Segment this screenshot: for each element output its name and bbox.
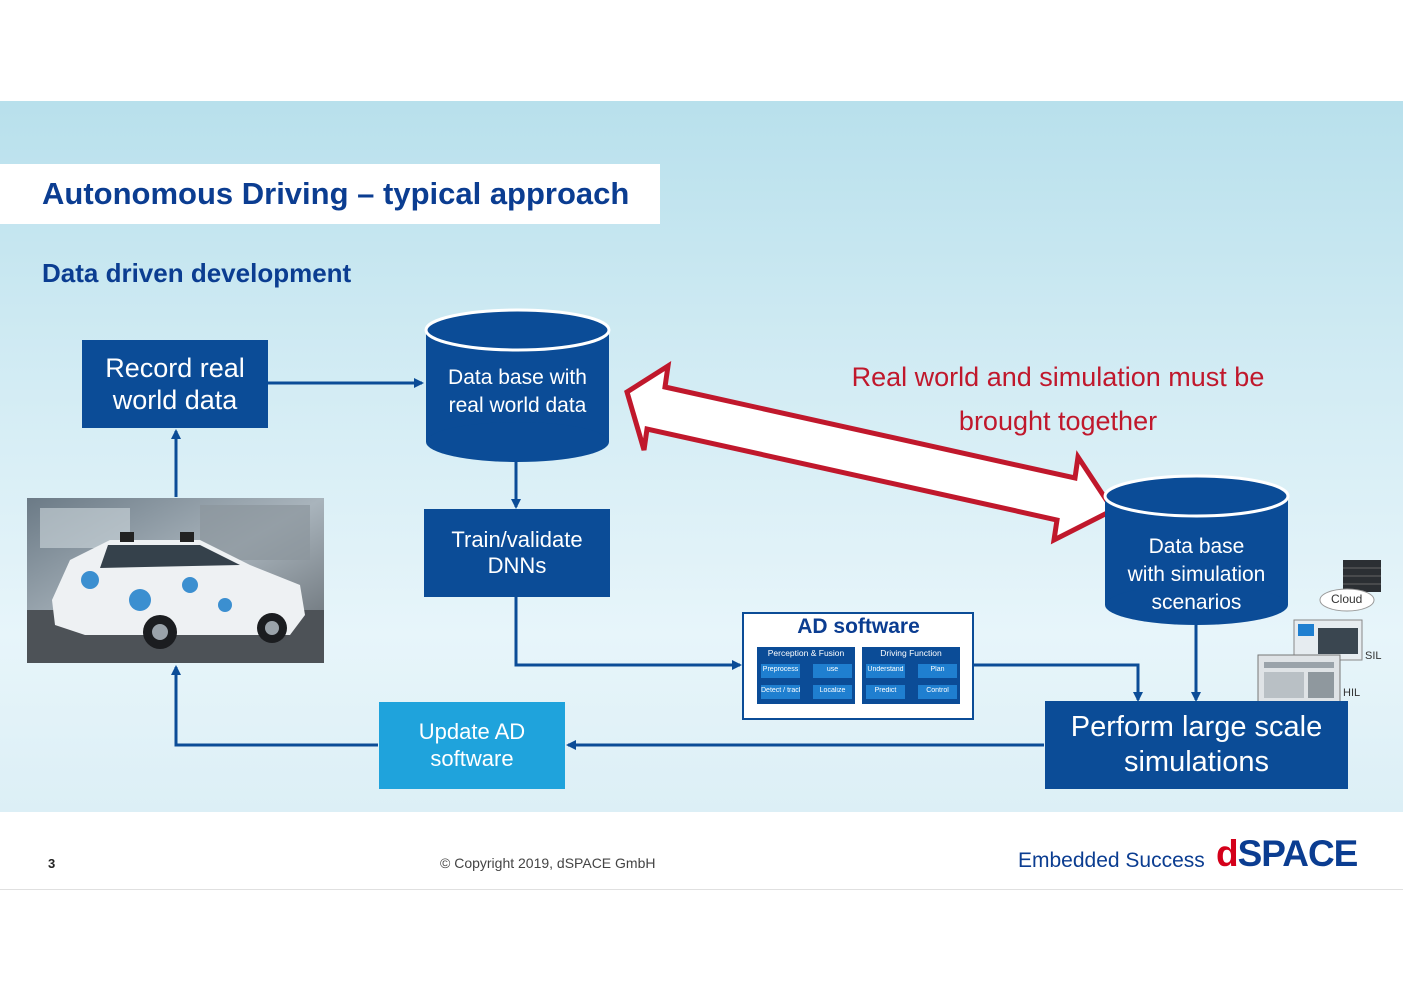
ad-software-panel (742, 612, 974, 720)
update-box-label: Update AD software (418, 719, 526, 771)
ad-item-understand: Understand (867, 666, 904, 673)
footer-divider (0, 889, 1403, 890)
ad-item-detect-track: Detect / track (761, 687, 800, 694)
page-number: 3 (48, 856, 56, 871)
hil-label: HIL (1343, 687, 1361, 699)
ad-item-localize: Localize (819, 687, 846, 694)
perform-box-label: Perform large scale simulations (1070, 711, 1323, 778)
arrow-update-to-car (171, 665, 378, 747)
sil-label: SIL (1365, 650, 1382, 662)
database-sim-cylinder (1103, 474, 1290, 625)
slide-title: Autonomous Driving – typical approach (42, 176, 630, 211)
train-validate-dnns-box: Train/validate DNNs (424, 509, 610, 597)
title-box (0, 164, 660, 224)
database-sim-label: Data base with simulation scenarios (1127, 535, 1266, 614)
cloud-label: Cloud (1331, 592, 1363, 606)
record-real-world-data-box: Record real world data (82, 340, 268, 428)
record-box-label: Record real world data (105, 352, 245, 415)
logo-d: d (1216, 833, 1239, 874)
ad-item-control: Control (926, 687, 949, 694)
driving-function-label: Driving Function (880, 648, 942, 658)
update-ad-software-box: Update AD software (379, 702, 565, 789)
cloud-server-icon (1319, 560, 1381, 612)
autonomous-car-image (27, 498, 324, 663)
integration-message: Real world and simulation must be brough… (851, 362, 1265, 436)
logo-rest: SPACE (1237, 833, 1359, 874)
tagline: Embedded Success (1018, 849, 1205, 872)
hil-rack-icon (1257, 654, 1341, 708)
ad-item-fuse: use (826, 666, 839, 673)
dspace-logo: dSPACE (1216, 833, 1359, 875)
perception-fusion-label: Perception & Fusion (767, 648, 845, 658)
slide-subtitle: Data driven development (42, 258, 352, 288)
ad-item-plan: Plan (930, 666, 945, 673)
database-real-label: Data base with real world data (448, 366, 587, 417)
ad-software-title: AD software (797, 615, 920, 638)
database-real-cylinder (424, 308, 611, 462)
train-box-label: Train/validate DNNs (451, 526, 583, 578)
perform-simulations-box: Perform large scale simulations (1045, 701, 1348, 789)
ad-item-predict: Predict (874, 687, 897, 694)
arrow-train-to-ad-software (514, 597, 742, 670)
arrow-ad-software-to-simulation (974, 663, 1143, 702)
ad-item-preprocess: Preprocess (762, 666, 799, 673)
copyright: © Copyright 2019, dSPACE GmbH (440, 855, 656, 871)
sil-monitor-icon (1293, 619, 1363, 661)
